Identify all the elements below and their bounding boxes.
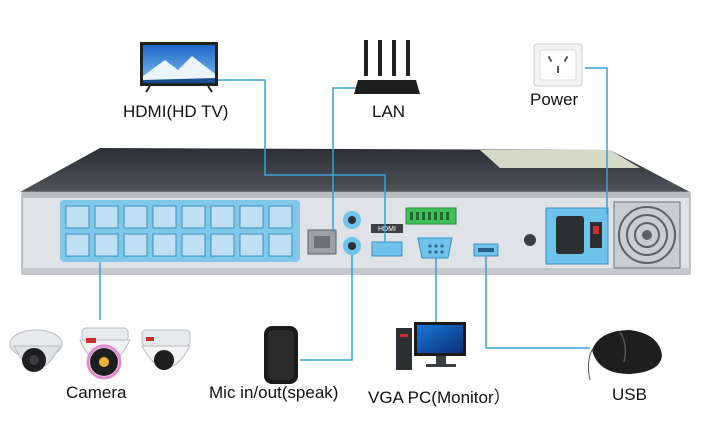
- svg-text:HDMI: HDMI: [378, 226, 396, 233]
- router-icon: [354, 40, 420, 94]
- nvr-top-label-strip: [480, 150, 640, 168]
- hdmi-port: [371, 241, 403, 257]
- mouse-icon: [587, 330, 662, 381]
- cooling-fan: [613, 201, 681, 269]
- tv-icon: [140, 42, 218, 93]
- hdmi-label: HDMI(HD TV): [123, 102, 229, 121]
- lan-label: LAN: [372, 102, 406, 121]
- vga-label: VGA PC(Monitor）: [368, 388, 511, 407]
- camera-label: Camera: [66, 383, 127, 402]
- wire-power: [585, 67, 608, 214]
- wire-mic: [300, 255, 353, 361]
- power-outlet-icon: [533, 43, 583, 87]
- power-label: Power: [530, 90, 579, 109]
- turret-camera-icon: [141, 329, 191, 370]
- mic-label: Mic in/out(speak): [209, 383, 339, 402]
- usb-label: USB: [612, 385, 647, 404]
- dome-camera-icon: [9, 329, 63, 372]
- poe-ports: [65, 205, 293, 257]
- pc-monitor-icon: [396, 322, 466, 370]
- wire-usb: [485, 256, 590, 349]
- ground-screw: [524, 234, 536, 246]
- speaker-icon: [264, 326, 298, 384]
- vga-port: [417, 237, 453, 259]
- wire-hdmi: [188, 79, 386, 242]
- color-camera-icon: [79, 327, 131, 380]
